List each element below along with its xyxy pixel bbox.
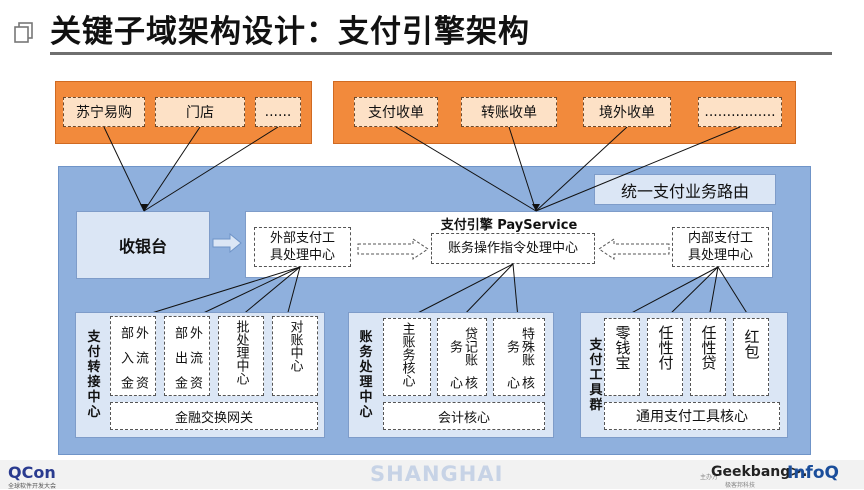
infoq-logo: InfoQ: [787, 463, 839, 483]
main-accounting-core: 主账务核心: [383, 318, 431, 396]
channel-more-right: ................: [698, 97, 782, 127]
geekbang-subtitle: 极客邦科技: [725, 482, 756, 489]
external-tool-line2: 具处理中心: [269, 248, 335, 263]
qcon-subtitle: 全球软件开发大会: [8, 483, 57, 490]
cashier-box: 收银台: [76, 211, 210, 279]
footer-bar: [0, 460, 864, 489]
accounting-core: 会计核心: [383, 402, 545, 430]
reconciliation-center: 对账中心: [272, 316, 318, 396]
accounting-center-label: 账务处理中心: [359, 330, 373, 420]
channel-store: 门店: [155, 97, 245, 127]
title-rule: [50, 52, 832, 55]
batch-processing-center: 批处理中心: [218, 316, 264, 396]
external-inflow-funds: 外部流入资金: [110, 316, 156, 396]
payservice-title: 支付引擎 PayService: [440, 218, 578, 233]
external-outflow-funds: 外部流出资金: [164, 316, 210, 396]
channel-crossborder-acquiring: 境外收单: [583, 97, 671, 127]
channel-transfer-acquiring: 转账收单: [461, 97, 557, 127]
channel-payment-acquiring: 支付收单: [354, 97, 438, 127]
slide-title: 关键子域架构设计：支付引擎架构: [50, 14, 530, 50]
internal-tool-line1: 内部支付工: [687, 231, 753, 246]
geekbang-logo: Geekbang>.: [711, 464, 808, 480]
external-tool-line1: 外部支付工: [269, 231, 335, 246]
unified-payment-routing: 统一支付业务路由: [594, 174, 776, 205]
channel-more-left: ......: [255, 97, 301, 127]
tool-renxingdai: 任性贷: [690, 318, 726, 396]
cashier-arrow-icon: [212, 233, 242, 253]
external-to-center-arrow-icon: [357, 238, 429, 260]
transfer-center-label: 支付转接中心: [87, 330, 101, 420]
special-accounting-core: 特殊账务核心: [493, 318, 545, 396]
accounting-instruction-center: 账务操作指令处理中心: [431, 233, 595, 264]
internal-to-center-arrow-icon: [598, 238, 670, 260]
internal-tool-center: 内部支付工 具处理中心: [672, 227, 769, 267]
internal-tool-line2: 具处理中心: [687, 248, 753, 263]
channel-suning: 苏宁易购: [63, 97, 145, 127]
tool-renxingfu: 任性付: [647, 318, 683, 396]
city-watermark: SHANGHAI: [370, 462, 504, 486]
tool-group-label: 支付工具群: [589, 337, 603, 413]
external-tool-center: 外部支付工 具处理中心: [254, 227, 351, 267]
tool-lingqianbao: 零钱宝: [604, 318, 640, 396]
tool-hongbao: 红包: [733, 318, 769, 396]
host-label: 主办方: [700, 474, 719, 481]
document-icon: [14, 22, 33, 43]
qcon-logo: QCon: [8, 463, 56, 482]
financial-exchange-gateway: 金融交换网关: [110, 402, 318, 430]
general-payment-tool-core: 通用支付工具核心: [604, 402, 780, 430]
credit-accounting-core: 贷记账务核心: [437, 318, 487, 396]
